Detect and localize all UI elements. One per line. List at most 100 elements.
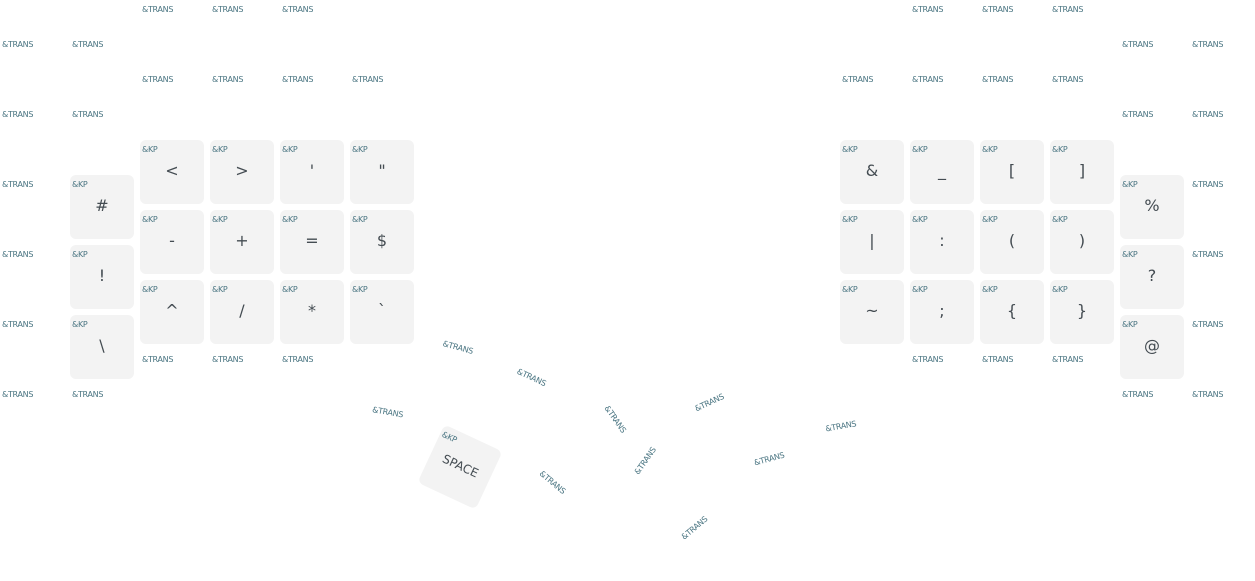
key-trans: &TRANS: [1050, 350, 1114, 414]
key-tap-label: $: [376, 231, 388, 250]
key-trans: &TRANS: [1120, 385, 1184, 449]
key-behavior-label: &TRANS: [1052, 75, 1084, 84]
key-behavior-label: &KP: [282, 145, 298, 154]
key-tap-label: {: [1006, 301, 1018, 320]
key-trans: &TRANS: [1190, 385, 1254, 449]
key-kp: &KP;: [910, 280, 974, 344]
key-trans: &TRANS: [280, 350, 344, 414]
key-kp: &KP|: [840, 210, 904, 274]
key-behavior-label: &KP: [212, 145, 228, 154]
key-trans: &TRANS: [910, 350, 974, 414]
key-behavior-label: &KP: [912, 285, 928, 294]
key-behavior-label: &KP: [72, 180, 88, 189]
key-behavior-label: &KP: [1122, 320, 1138, 329]
key-behavior-label: &KP: [440, 429, 459, 445]
key-trans: &TRANS: [822, 409, 896, 483]
key-trans: &TRANS: [140, 350, 204, 414]
key-kp: &KP{: [980, 280, 1044, 344]
key-trans: &TRANS: [910, 70, 974, 134]
key-kp: &KP`: [350, 280, 414, 344]
key-trans: &TRANS: [280, 0, 344, 64]
key-behavior-label: &TRANS: [1192, 320, 1224, 329]
key-trans: &TRANS: [1190, 105, 1254, 169]
key-behavior-label: &TRANS: [72, 110, 104, 119]
key-kp: &KP~: [840, 280, 904, 344]
key-tap-label: _: [938, 161, 946, 180]
key-tap-label: ?: [1147, 266, 1157, 285]
keyboard-layout: &TRANS&TRANS&TRANS&TRANS&TRANS&TRANS&TRA…: [0, 0, 1254, 554]
key-kp: &KP _: [910, 140, 974, 204]
key-tap-label: @: [1144, 336, 1160, 355]
key-trans: &TRANS: [0, 35, 64, 99]
key-tap-label: -: [169, 231, 175, 250]
key-trans: &TRANS: [1120, 105, 1184, 169]
key-kp: &KP(: [980, 210, 1044, 274]
key-kp: &KP%: [1120, 175, 1184, 239]
key-kp: &KP*: [280, 280, 344, 344]
key-behavior-label: &TRANS: [2, 110, 34, 119]
key-tap-label: `: [378, 301, 386, 320]
key-trans: &TRANS: [1120, 35, 1184, 99]
key-behavior-label: &TRANS: [2, 180, 34, 189]
key-tap-label: (: [1008, 231, 1016, 250]
key-behavior-label: &KP: [912, 145, 928, 154]
key-behavior-label: &TRANS: [515, 366, 548, 389]
key-tap-label: ]: [1078, 161, 1086, 180]
key-kp: &KP$: [350, 210, 414, 274]
key-behavior-label: &TRANS: [1192, 390, 1224, 399]
key-behavior-label: &TRANS: [1192, 110, 1224, 119]
key-kp: &KP ^: [140, 280, 204, 344]
key-trans: &TRANS: [70, 105, 134, 169]
key-tap-label: %: [1144, 196, 1160, 215]
key-trans: &TRANS: [427, 334, 505, 412]
key-behavior-label: &KP: [1052, 215, 1068, 224]
key-trans: &TRANS: [504, 464, 594, 554]
key-trans: &TRANS: [361, 400, 435, 474]
key-tap-label: +: [235, 231, 249, 250]
key-trans: &TRANS: [750, 438, 828, 516]
key-kp: &KP >: [210, 140, 274, 204]
key-behavior-label: &TRANS: [2, 320, 34, 329]
key-tap-label: !: [98, 266, 106, 285]
key-behavior-label: &TRANS: [212, 355, 244, 364]
key-behavior-label: &KP: [282, 215, 298, 224]
key-trans: &TRANS: [1190, 175, 1254, 239]
key-trans: &TRANS: [1050, 70, 1114, 134]
key-behavior-label: &KP: [1052, 145, 1068, 154]
key-tap-label: /: [239, 301, 245, 320]
key-trans: &TRANS: [1190, 35, 1254, 99]
key-kp: &KP+: [210, 210, 274, 274]
key-tap-label: \: [99, 336, 105, 355]
key-behavior-label: &TRANS: [1122, 40, 1154, 49]
key-behavior-label: &KP: [352, 145, 368, 154]
key-tap-label: &: [865, 161, 879, 180]
key-behavior-label: &KP: [142, 285, 158, 294]
key-behavior-label: &KP: [282, 285, 298, 294]
key-tap-label: ): [1078, 231, 1086, 250]
key-behavior-label: &TRANS: [602, 403, 628, 435]
key-behavior-label: &TRANS: [679, 514, 710, 542]
key-behavior-label: &TRANS: [982, 355, 1014, 364]
key-behavior-label: &TRANS: [912, 75, 944, 84]
key-trans: &TRANS: [1050, 0, 1114, 64]
key-trans: &TRANS: [980, 0, 1044, 64]
key-tap-label: <: [165, 161, 179, 180]
key-kp: &KP/: [210, 280, 274, 344]
key-tap-label: >: [235, 161, 249, 180]
key-trans: &TRANS: [210, 0, 274, 64]
key-kp: &KP-: [140, 210, 204, 274]
key-behavior-label: &TRANS: [1122, 110, 1154, 119]
key-behavior-label: &TRANS: [2, 250, 34, 259]
key-tap-label: ': [309, 161, 315, 180]
key-behavior-label: &TRANS: [142, 5, 174, 14]
key-kp: &KP?: [1120, 245, 1184, 309]
key-trans: &TRANS: [0, 105, 64, 169]
key-kp: &KP @: [1120, 315, 1184, 379]
key-behavior-label: &KP: [1122, 180, 1138, 189]
key-behavior-label: &TRANS: [72, 40, 104, 49]
key-kp: &KP=: [280, 210, 344, 274]
key-behavior-label: &TRANS: [753, 450, 786, 468]
key-kp: &KP:: [910, 210, 974, 274]
key-kp: &KP#: [70, 175, 134, 239]
key-tap-label: ^: [165, 301, 179, 320]
